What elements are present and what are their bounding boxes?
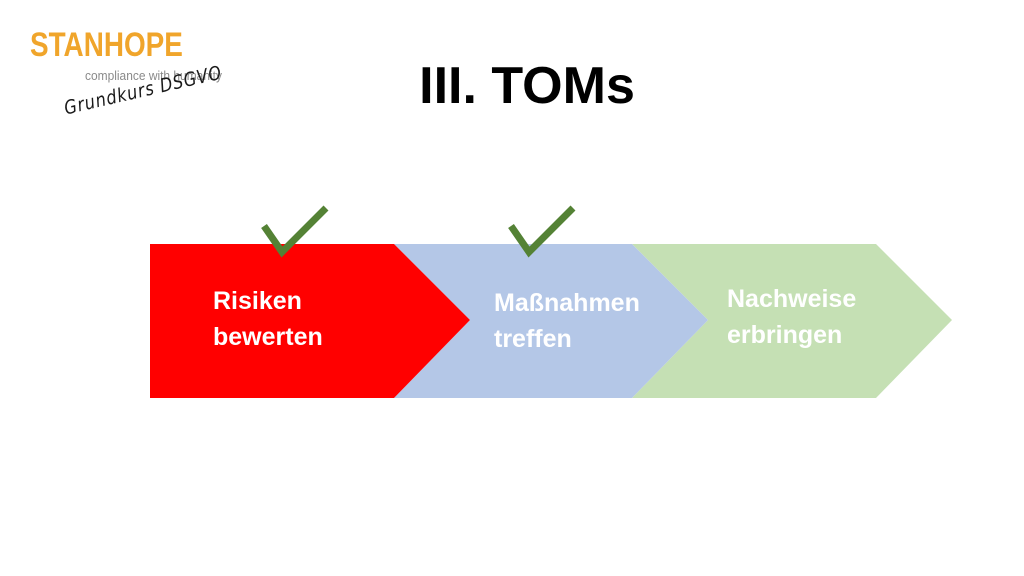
step-3-line-2: erbringen [727, 321, 843, 349]
process-step-2-label: Maßnahmen treffen [494, 285, 640, 357]
logo-tagline: compliance with humanity [85, 68, 222, 83]
step-2-line-2: treffen [494, 325, 572, 353]
process-step-2-arrow [394, 244, 708, 398]
stanhope-logo: STANHOPE compliance with humanity [30, 26, 222, 83]
step-1-line-1: Risiken [213, 287, 302, 315]
process-step-1-label: Risiken bewerten [213, 283, 323, 355]
slide-title: III. TOMs [419, 57, 635, 115]
process-step-3-arrow [632, 244, 952, 398]
check-icon [508, 205, 576, 258]
step-2-line-1: Maßnahmen [494, 289, 640, 317]
step-3-line-1: Nachweise [727, 285, 857, 313]
step-1-line-2: bewerten [213, 323, 323, 351]
process-step-3-label: Nachweise erbringen [727, 281, 856, 353]
check-icon [261, 205, 329, 258]
logo-wordmark: STANHOPE [30, 26, 183, 64]
process-step-1-arrow [150, 244, 470, 398]
